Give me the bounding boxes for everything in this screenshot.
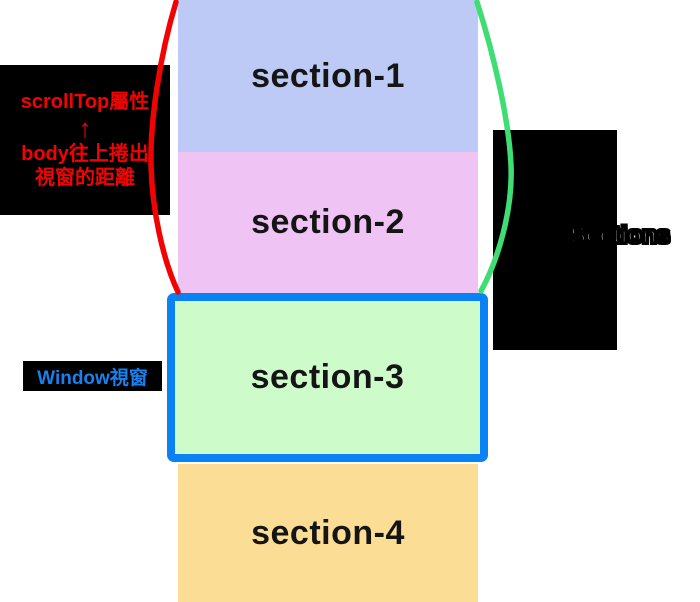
scrolltop-desc-line1: body往上捲出	[21, 143, 149, 165]
section-4-label: section-4	[251, 513, 405, 552]
scrolltop-annotation-box: scrollTop屬性 ↑ body往上捲出 視窗的距離	[0, 65, 170, 215]
sections-annotation-label: Sections	[568, 221, 671, 251]
scrolltop-desc-line2: 視窗的距離	[35, 167, 135, 189]
section-4-block: section-4	[178, 464, 478, 602]
section-2-block: section-2	[178, 152, 478, 293]
section-3-label: section-3	[250, 358, 405, 396]
window-viewport-label-box: Window視窗	[23, 361, 162, 391]
section-1-block: section-1	[178, 0, 478, 152]
scrolltop-property-text: scrollTop屬性	[20, 91, 150, 113]
window-viewport-label: Window視窗	[37, 367, 148, 389]
section-1-label: section-1	[251, 56, 405, 95]
section-2-label: section-2	[251, 203, 405, 241]
window-viewport-frame: section-3	[167, 293, 488, 462]
up-arrow-icon: ↑	[78, 113, 92, 143]
